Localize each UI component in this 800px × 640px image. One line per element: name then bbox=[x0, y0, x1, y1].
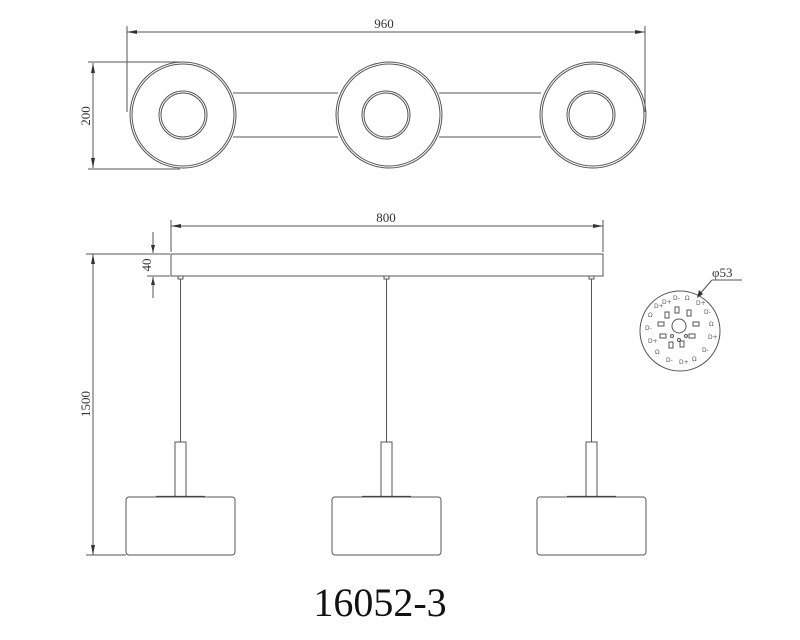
svg-text:Ω: Ω bbox=[655, 349, 660, 356]
svg-text:D+: D+ bbox=[648, 338, 658, 345]
lamp-stem bbox=[585, 441, 598, 498]
svg-text:D-: D- bbox=[704, 309, 711, 316]
led-board-detail: φ53 D+ D- Ω D+ D- Ω D+ D- Ω D+ D- Ω D+ D… bbox=[639, 265, 742, 372]
depth-dimension: 200 bbox=[78, 61, 180, 170]
svg-text:Ω: Ω bbox=[692, 356, 697, 363]
connecting-bar-right bbox=[439, 92, 541, 138]
diameter-label: φ53 bbox=[712, 265, 733, 280]
svg-text:D-: D- bbox=[645, 325, 652, 332]
width-label: 960 bbox=[374, 16, 394, 31]
cord-grip bbox=[177, 275, 184, 280]
svg-text:D+: D+ bbox=[662, 299, 672, 306]
canopy-height-label: 40 bbox=[139, 259, 154, 272]
lamp-shade bbox=[331, 496, 442, 556]
lamp-stem bbox=[380, 441, 393, 498]
led-ring-inner bbox=[657, 306, 700, 349]
ceiling-canopy bbox=[170, 253, 604, 277]
width-dimension: 960 bbox=[126, 16, 646, 112]
cord-grip bbox=[588, 275, 595, 280]
svg-text:D+: D+ bbox=[679, 359, 689, 366]
depth-label: 200 bbox=[78, 106, 93, 126]
lamp-stem bbox=[174, 441, 187, 498]
svg-text:D+: D+ bbox=[696, 300, 706, 307]
shade-top-left bbox=[129, 61, 237, 169]
pendant-middle bbox=[331, 275, 442, 556]
pendant-left bbox=[125, 275, 236, 556]
svg-text:D-: D- bbox=[666, 357, 673, 364]
connecting-bar-left bbox=[233, 92, 338, 138]
overall-height-dimension: 1500 bbox=[78, 253, 170, 556]
svg-text:D+: D+ bbox=[708, 334, 718, 341]
center-hole bbox=[671, 318, 687, 334]
led-ring-outer: D+ D- Ω D+ D- Ω D+ D- Ω D+ D- Ω D+ D- Ω … bbox=[645, 295, 718, 366]
svg-text:Ω: Ω bbox=[709, 321, 714, 328]
pendant-right bbox=[536, 275, 647, 556]
svg-text:D+: D+ bbox=[654, 303, 664, 310]
led-board-outline bbox=[639, 290, 721, 372]
lamp-shade bbox=[125, 496, 236, 556]
canopy-length-dimension: 800 bbox=[170, 210, 604, 252]
lamp-shade bbox=[536, 496, 647, 556]
svg-text:D-: D- bbox=[673, 295, 680, 302]
cord-grip bbox=[383, 275, 390, 280]
shade-top-right bbox=[539, 61, 647, 169]
canopy-height-dimension: 40 bbox=[139, 232, 170, 298]
canopy-length-label: 800 bbox=[376, 210, 396, 225]
top-view: 960 200 bbox=[78, 16, 647, 170]
overall-height-label: 1500 bbox=[78, 391, 93, 417]
svg-text:D-: D- bbox=[702, 347, 709, 354]
front-view: 800 40 1500 bbox=[78, 210, 647, 556]
model-number: 16052-3 bbox=[313, 580, 446, 625]
shade-top-middle bbox=[335, 61, 443, 169]
svg-text:Ω: Ω bbox=[648, 312, 653, 319]
svg-text:Ω: Ω bbox=[685, 295, 690, 302]
